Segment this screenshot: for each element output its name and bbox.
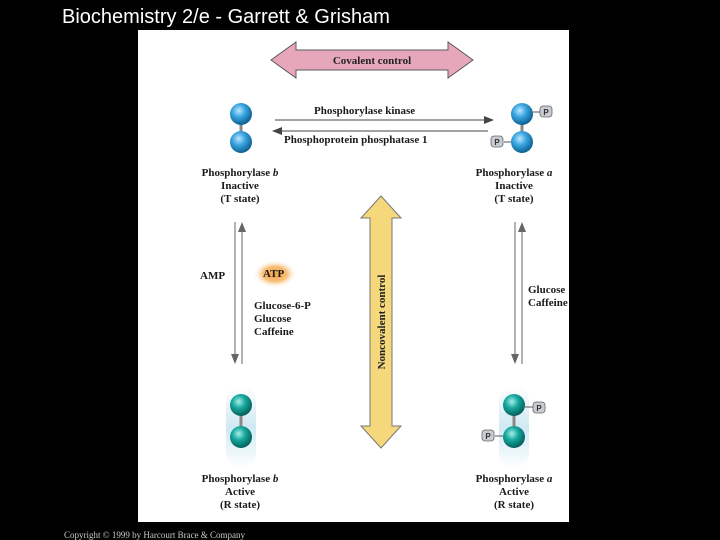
label-top-left-state: Inactive	[221, 180, 259, 192]
kinase-arrow	[275, 116, 494, 124]
label-top-left-name: Phosphorylase b	[201, 167, 279, 179]
phosphoprotein-phosphatase-label: Phosphoprotein phosphatase 1	[284, 134, 428, 146]
label-bottom-left-state: Active	[225, 486, 255, 498]
phosphorylase-kinase-label: Phosphorylase kinase	[314, 105, 416, 117]
atp-glow	[253, 260, 297, 288]
atp-label: ATP	[263, 268, 285, 280]
label-bottom-left: Phosphorylase b Active (R state)	[185, 473, 295, 512]
enzyme-top-left	[230, 103, 252, 153]
left-inhibitor-list: Glucose-6-P Glucose Caffeine	[254, 300, 311, 339]
right-down-arrow	[511, 222, 519, 364]
figure-graphics: P P P P Covalent control Noncovalent con…	[226, 41, 553, 468]
label-top-right: Phosphorylase a Inactive (T state)	[459, 167, 569, 206]
label-top-right-state: Inactive	[495, 180, 533, 192]
left-inhibitor-item: Glucose	[254, 313, 292, 325]
right-inhibitor-list: Glucose Caffeine	[528, 284, 568, 310]
amp-label: AMP	[200, 270, 226, 282]
label-top-right-name: Phosphorylase a	[475, 167, 553, 179]
glycogen-phosphorylase-regulation-figure: P P P P Covalent control Noncovalent con…	[138, 30, 569, 522]
phosphate-tag-bottom-right-upper: P	[536, 404, 542, 413]
left-up-arrow	[238, 222, 246, 364]
label-bottom-right-conformation: (R state)	[493, 499, 534, 511]
enzyme-bottom-left	[226, 386, 256, 468]
enzyme-top-right	[490, 103, 553, 153]
covalent-control-label: Covalent control	[333, 55, 411, 67]
phosphate-tag-bottom-right-lower: P	[485, 432, 491, 441]
right-up-arrow	[518, 222, 526, 364]
noncovalent-control-arrow	[359, 195, 403, 449]
phosphate-tag-top-right-upper: P	[543, 108, 549, 117]
left-inhibitor-item: Caffeine	[254, 326, 294, 338]
left-inhibitor-item: Glucose-6-P	[254, 300, 311, 312]
label-bottom-right-state: Active	[499, 486, 529, 498]
phosphate-tag-top-right-lower: P	[494, 138, 500, 147]
noncovalent-control-label: Noncovalent control	[376, 275, 388, 370]
enzyme-bottom-right	[481, 386, 546, 468]
copyright-notice: Copyright © 1999 by Harcourt Brace & Com…	[64, 530, 246, 540]
label-top-right-conformation: (T state)	[494, 193, 534, 205]
phosphatase-arrow	[272, 127, 488, 135]
label-bottom-right-name: Phosphorylase a	[475, 473, 553, 485]
label-top-left: Phosphorylase b Inactive (T state)	[185, 167, 295, 206]
left-down-arrow	[231, 222, 239, 364]
label-bottom-right: Phosphorylase a Active (R state)	[459, 473, 569, 512]
label-bottom-left-conformation: (R state)	[219, 499, 260, 511]
label-top-left-conformation: (T state)	[220, 193, 260, 205]
label-bottom-left-name: Phosphorylase b	[201, 473, 279, 485]
slide-title: Biochemistry 2/e - Garrett & Grisham	[62, 6, 390, 28]
covalent-control-arrow	[270, 41, 474, 79]
right-inhibitor-item: Glucose	[528, 284, 566, 296]
right-inhibitor-item: Caffeine	[528, 297, 568, 309]
